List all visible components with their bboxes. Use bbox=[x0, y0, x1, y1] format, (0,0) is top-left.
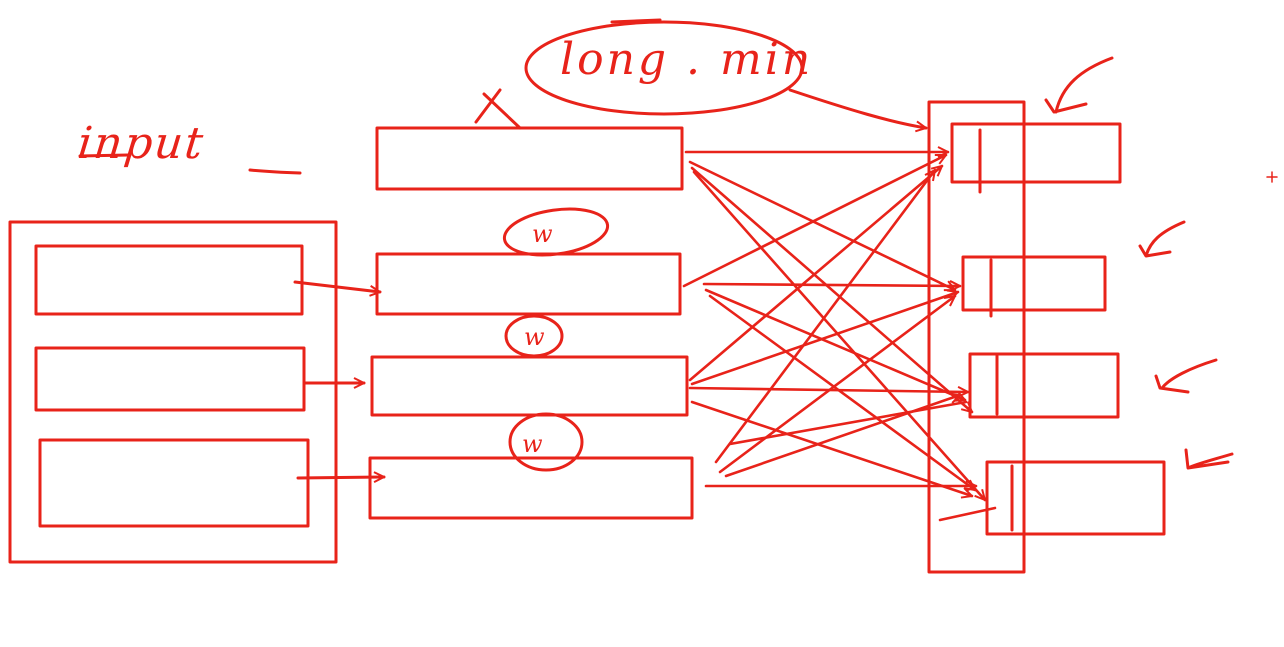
check-mark-4 bbox=[1184, 448, 1234, 470]
output-column bbox=[927, 100, 1026, 574]
output-cell-3 bbox=[968, 352, 1120, 419]
long-min-circle-top-stroke bbox=[610, 18, 662, 24]
long-min-circle bbox=[524, 20, 804, 116]
check-mark-3 bbox=[1154, 358, 1218, 394]
input-arrow-3 bbox=[296, 477, 386, 478]
plus-mark bbox=[1266, 171, 1278, 183]
long-min-arrow bbox=[788, 88, 926, 128]
input-group-box bbox=[8, 220, 338, 564]
output-cell-1 bbox=[950, 122, 1122, 184]
check-mark-2 bbox=[1138, 220, 1186, 258]
input-label-tail bbox=[248, 168, 302, 175]
input-field-3 bbox=[38, 438, 310, 528]
hidden-node-3 bbox=[368, 456, 694, 520]
weight-circle-2 bbox=[504, 314, 564, 358]
input-arrow-1 bbox=[293, 280, 380, 292]
output-cell-4 bbox=[985, 460, 1166, 536]
input-label-stroke bbox=[78, 153, 132, 158]
hidden-node-2 bbox=[370, 355, 689, 417]
output-cell-2 bbox=[961, 255, 1107, 312]
cross-mark bbox=[474, 88, 522, 130]
weight-circle-3 bbox=[508, 412, 584, 472]
hidden-node-1 bbox=[375, 252, 682, 316]
input-field-2 bbox=[34, 346, 306, 412]
check-marks bbox=[1044, 56, 1234, 470]
input-field-1 bbox=[34, 244, 304, 316]
check-mark-1 bbox=[1044, 56, 1114, 114]
hidden-node-0 bbox=[375, 126, 684, 191]
connection-lines bbox=[682, 152, 997, 522]
weight-circle-1 bbox=[502, 207, 610, 257]
